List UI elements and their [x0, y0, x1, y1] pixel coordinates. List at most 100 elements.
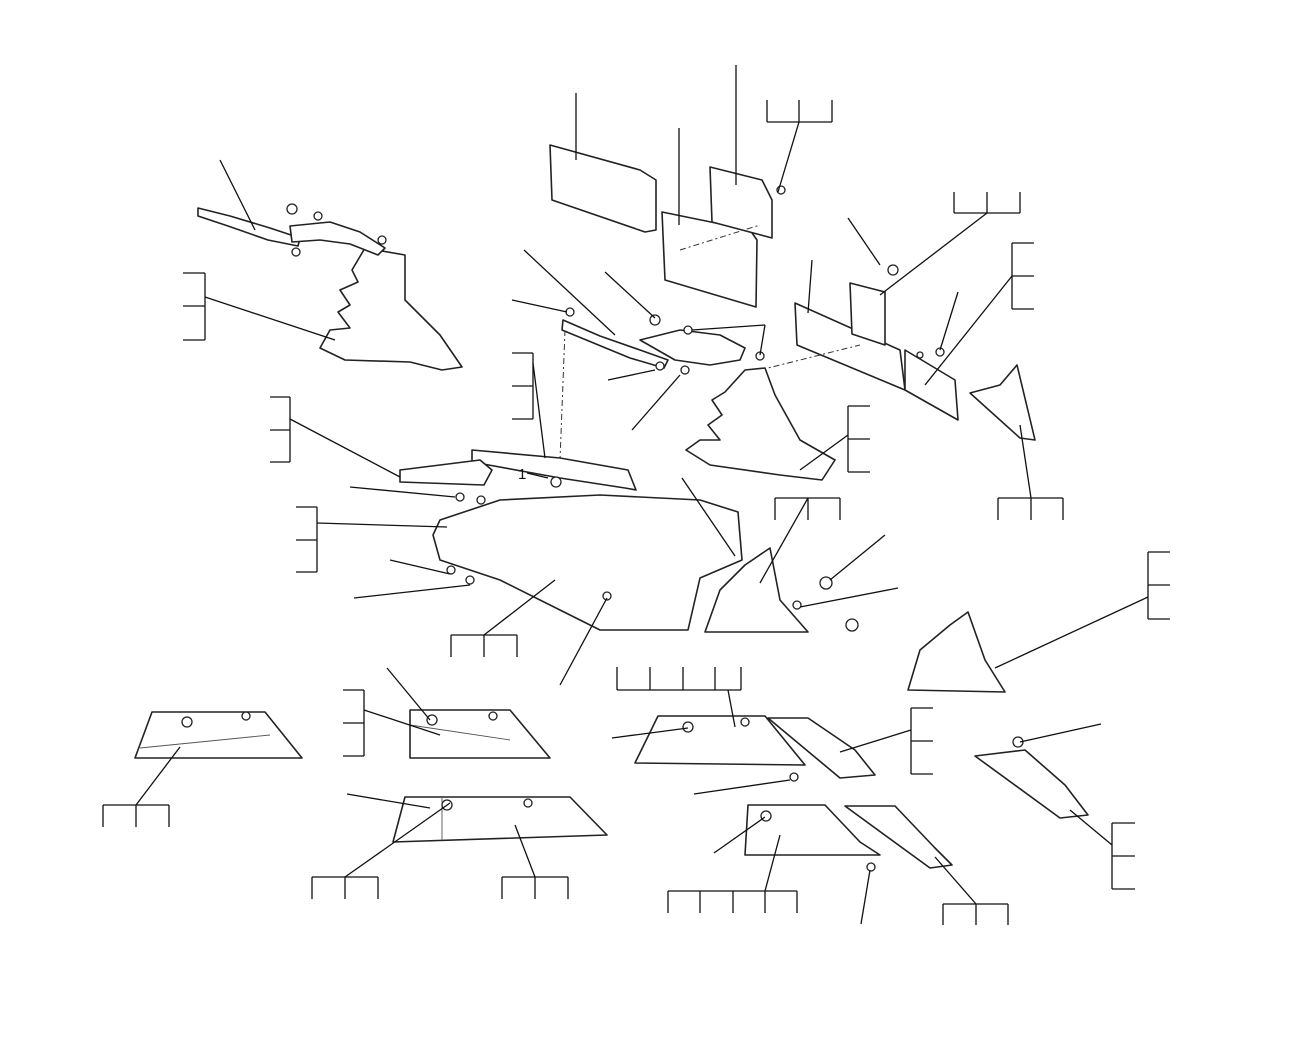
leader-line — [759, 324, 766, 356]
nut — [866, 862, 876, 872]
leader-line — [511, 299, 568, 313]
share-point-2 — [844, 805, 953, 869]
small-plate — [709, 166, 773, 239]
bolt — [602, 591, 612, 601]
wing-bracket — [969, 364, 1036, 441]
adjuster-plates — [549, 144, 1036, 461]
alignment-line — [559, 329, 566, 461]
leader-line — [799, 434, 849, 471]
left-frame-plate — [319, 247, 463, 371]
bolt — [682, 721, 694, 733]
bolt — [523, 798, 533, 808]
leader-line — [386, 667, 431, 721]
bolt — [488, 711, 498, 721]
leader-line — [860, 869, 871, 925]
bolt — [465, 575, 475, 585]
nut — [455, 492, 465, 502]
leader-line — [934, 856, 977, 905]
leader-line — [799, 587, 899, 608]
centre-frame-plate — [685, 367, 836, 481]
leader-line — [135, 746, 181, 806]
leader-line — [204, 296, 336, 341]
leader-line — [353, 584, 471, 599]
bolt — [740, 717, 750, 727]
share-4 — [634, 715, 806, 766]
nut — [916, 351, 924, 359]
leader-line — [389, 559, 451, 575]
bolt-head — [313, 211, 323, 221]
centre-frame-assembly — [561, 307, 836, 481]
share-2 — [409, 709, 551, 759]
leader-line — [924, 275, 1013, 386]
leader-line — [631, 374, 681, 431]
nut — [476, 495, 486, 505]
brace-strap — [399, 459, 493, 486]
mouldboard — [432, 494, 743, 631]
bolt-head — [649, 314, 661, 326]
leader-line — [1019, 723, 1102, 743]
leader-line — [764, 834, 781, 892]
nut — [565, 307, 575, 317]
bolt-head — [683, 325, 693, 335]
share-line — [409, 724, 511, 741]
share-point-3 — [974, 749, 1089, 819]
leader-line — [344, 802, 451, 878]
leader-lines — [219, 65, 1102, 925]
leader-line — [829, 534, 886, 581]
leader-line — [289, 418, 401, 478]
leader-line — [523, 249, 616, 336]
leader-line — [349, 486, 456, 498]
large-plate-upper — [549, 144, 657, 233]
bolt — [446, 565, 456, 575]
left-hinge-arm — [289, 221, 386, 256]
leader-line — [994, 596, 1149, 669]
nut — [792, 600, 802, 610]
shin-piece — [704, 547, 809, 633]
leader-line — [759, 497, 809, 584]
leader-line — [691, 324, 766, 331]
leader-line — [727, 689, 736, 728]
bolt — [426, 714, 438, 726]
share-point-1 — [767, 717, 876, 779]
washer — [845, 618, 859, 632]
leader-line — [879, 212, 988, 296]
leader-line — [839, 729, 912, 753]
leader-line — [604, 271, 656, 319]
leader-line — [681, 477, 736, 557]
bolt — [181, 716, 193, 728]
leader-line — [693, 779, 791, 795]
leader-line — [847, 217, 881, 266]
bolt-head — [286, 203, 298, 215]
nut — [291, 247, 301, 257]
leader-line — [939, 291, 959, 351]
callout-boxes — [102, 100, 1170, 925]
shares — [134, 709, 1089, 872]
leader-line — [316, 522, 448, 528]
left-turnbuckle — [197, 207, 301, 247]
bolt-1 — [550, 476, 562, 488]
leader-line — [607, 369, 656, 381]
share-1 — [134, 711, 303, 759]
bolt — [1012, 736, 1024, 748]
alignment-line — [759, 344, 861, 371]
nut — [377, 235, 387, 245]
left-frame-assembly — [197, 203, 463, 371]
triangular-plate — [904, 349, 959, 421]
bolt-head — [680, 365, 690, 375]
leader-line — [611, 727, 689, 739]
share-line — [139, 734, 271, 749]
share-5 — [744, 804, 881, 856]
leader-line — [526, 472, 549, 479]
leader-line — [363, 709, 441, 736]
leader-line — [1019, 424, 1032, 499]
leader-line — [346, 793, 431, 809]
leader-line — [483, 579, 556, 636]
callout-number-1: 1 — [518, 466, 527, 483]
share-3 — [392, 796, 608, 843]
leader-line — [777, 121, 800, 193]
leader-line — [514, 824, 536, 878]
leader-line — [532, 362, 546, 459]
square-plate — [849, 282, 886, 346]
